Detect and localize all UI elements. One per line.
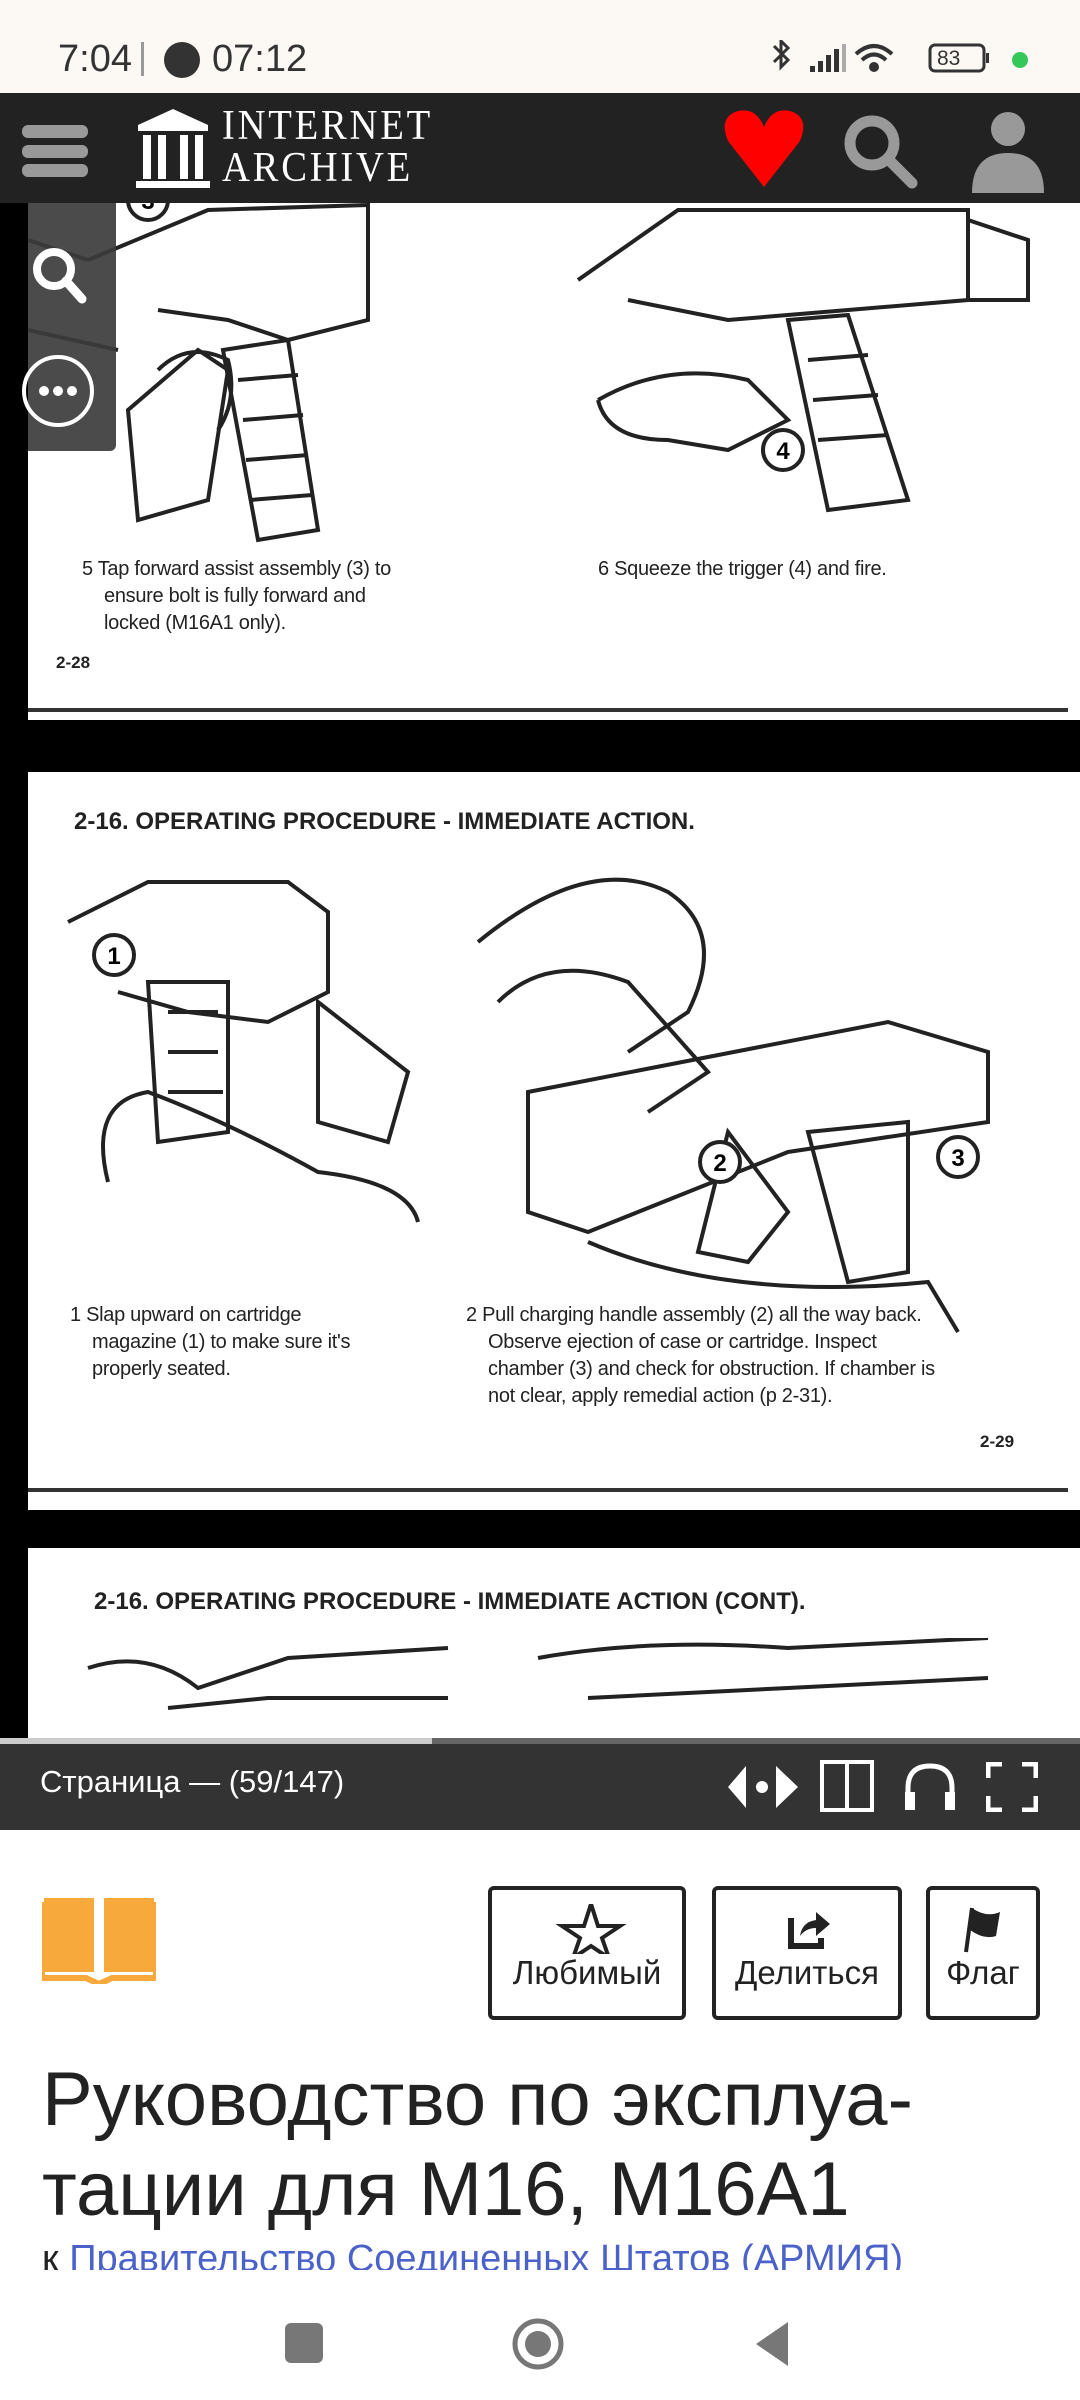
share-icon — [788, 1912, 830, 1949]
item-details: Любимый Делиться Флаг Руководство по экс… — [0, 1830, 1080, 2270]
rifle-illustration: 4 3 — [28, 203, 1030, 543]
section-heading: 2-16. OPERATING PROCEDURE - IMMEDIATE AC… — [94, 1588, 806, 1615]
status-icons — [772, 40, 989, 73]
privacy-dot — [1012, 52, 1028, 68]
section-heading: 2-16. OPERATING PROCEDURE - IMMEDIATE AC… — [74, 808, 695, 835]
logo-line1: INTERNET — [222, 103, 433, 149]
book-page-2-30: 2-16. OPERATING PROCEDURE - IMMEDIATE AC… — [28, 1548, 1080, 1738]
flip-pages-icon[interactable] — [728, 1766, 800, 1808]
callout-1: 1 — [107, 943, 120, 970]
page-slider[interactable] — [0, 1738, 1080, 1744]
two-page-view-icon[interactable] — [820, 1760, 874, 1812]
page-indicator: Страница — (59/147) — [40, 1764, 345, 1799]
clock-icon — [164, 42, 200, 78]
favorite-label: Любимый — [512, 1954, 662, 1991]
bluetooth-icon — [772, 40, 791, 71]
battery-level: 83 — [937, 47, 961, 70]
signal-icon — [810, 44, 846, 72]
book-page-2-28: 4 3 5 Tap forward assist assembly (3) to… — [28, 203, 1080, 720]
back-button[interactable] — [752, 2320, 792, 2368]
flag-label: Флаг — [946, 1954, 1020, 1991]
home-button[interactable] — [510, 2316, 566, 2372]
author-link[interactable]: Правительство Соединенных Штатов (АРМИЯ) — [69, 2238, 904, 2270]
step-1: 1 Slap upward on cartridge magazine (1) … — [70, 1304, 351, 1380]
step-6: 6 Squeeze the trigger (4) and fire. — [598, 558, 887, 580]
flag-button[interactable]: Флаг — [926, 1886, 1040, 2020]
book-page-2-29: 2-16. OPERATING PROCEDURE - IMMEDIATE AC… — [28, 772, 1080, 1510]
hamburger-icon — [22, 125, 88, 177]
author-prefix: к — [42, 2238, 59, 2270]
battery-icon — [928, 43, 986, 73]
app-header: INTERNET ARCHIVE — [0, 93, 1080, 203]
author-line: к Правительство Соединенных Штатов (АРМИ… — [42, 2238, 903, 2270]
page-number: 2-28 — [56, 653, 91, 672]
page-slider-fill — [0, 1738, 432, 1744]
page-rule — [28, 1488, 1068, 1492]
clock-time: 07:12 — [212, 38, 308, 80]
reader-nav-bar: Страница — (59/147) — [0, 1738, 1080, 1830]
step-5: 5 Tap forward assist assembly (3) to ens… — [82, 558, 391, 634]
wifi-icon — [854, 44, 894, 72]
share-label: Делиться — [735, 1954, 879, 1991]
book-title: Руководство по эксплуа- тации для M16, M… — [42, 2057, 913, 2232]
logo-line2: ARCHIVE — [222, 145, 414, 191]
callout-2: 2 — [713, 1150, 726, 1177]
status-time: 7:04 — [58, 38, 132, 80]
favorite-button[interactable]: Любимый — [488, 1886, 686, 2020]
star-icon — [555, 1904, 627, 1954]
immediate-action-illustration: 1 2 3 — [67, 877, 990, 1334]
share-button[interactable]: Делиться — [712, 1886, 902, 2020]
heart-icon[interactable] — [722, 107, 806, 189]
search-icon[interactable] — [842, 113, 922, 189]
book-icon — [42, 1898, 156, 1984]
search-inside-icon[interactable] — [28, 243, 88, 305]
account-icon[interactable] — [970, 109, 1046, 193]
rifle-illustration — [87, 1638, 989, 1710]
menu-button[interactable] — [22, 125, 88, 182]
page-number: 2-29 — [980, 1432, 1015, 1451]
divider — [141, 42, 144, 76]
status-bar: 7:04 07:12 83 — [0, 0, 1080, 93]
book-reader[interactable]: 4 3 5 Tap forward assist assembly (3) to… — [0, 203, 1080, 1738]
more-options-icon[interactable] — [18, 351, 98, 431]
callout-3: 3 — [951, 1145, 964, 1172]
system-nav-bar — [0, 2270, 1080, 2400]
archive-building-icon — [136, 109, 210, 188]
internet-archive-logo[interactable]: INTERNET ARCHIVE — [136, 105, 496, 191]
step-2: 2 Pull charging handle assembly (2) all … — [466, 1304, 935, 1407]
flag-icon — [964, 1907, 1000, 1953]
reader-side-panel — [22, 203, 116, 451]
callout-3: 3 — [141, 203, 154, 215]
fullscreen-icon[interactable] — [986, 1762, 1038, 1812]
recents-button[interactable] — [285, 2323, 323, 2363]
read-aloud-headphones-icon[interactable] — [902, 1762, 958, 1812]
callout-4: 4 — [776, 438, 790, 465]
page-rule — [28, 708, 1068, 712]
